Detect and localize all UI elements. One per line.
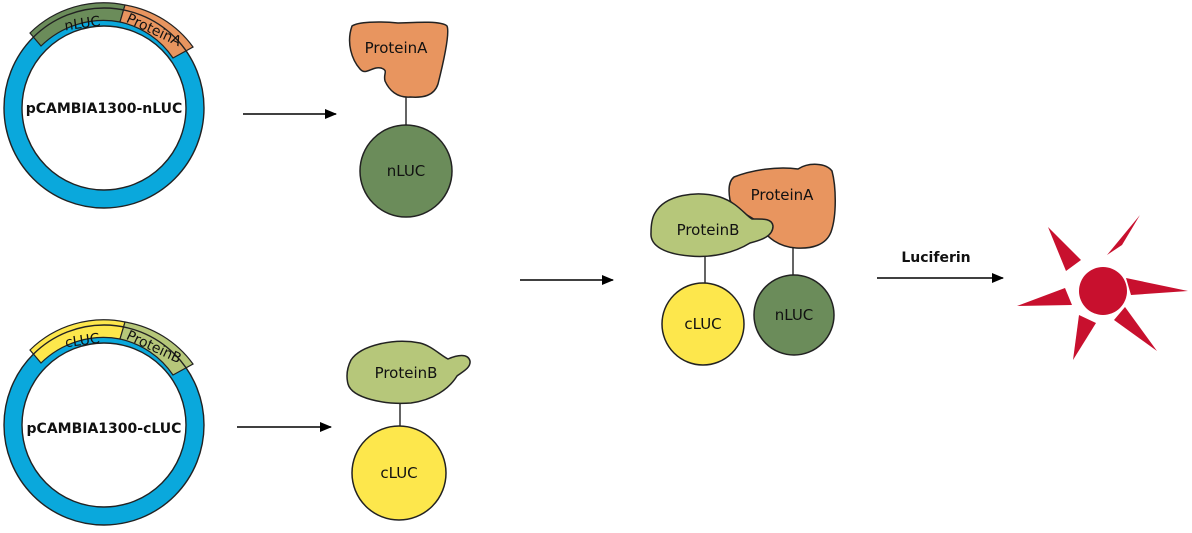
complex-tag-n-circle — [753, 274, 835, 356]
fusion-bottom-protein-label: ProteinB — [375, 364, 438, 382]
complex-tag-c-circle — [661, 282, 745, 366]
plasmid-bottom: cLUC ProteinB pCAMBIA1300-cLUC — [3, 319, 205, 526]
fusion-top-protein-shape — [348, 21, 449, 98]
fusion-top-tag-circle — [359, 124, 453, 218]
plasmid-bottom-name: pCAMBIA1300-cLUC — [27, 421, 182, 437]
plasmid-top-inner-edge — [21, 25, 187, 191]
plasmid-top-name: pCAMBIA1300-nLUC — [26, 101, 183, 117]
complex-protein-a-label: ProteinA — [751, 186, 815, 204]
luminescence-star-icon — [1017, 215, 1188, 360]
plasmid-top-segment-1-label: nLUC — [64, 14, 102, 35]
star-ray — [1073, 315, 1096, 360]
fusion-bottom: ProteinB cLUC — [346, 340, 471, 521]
plasmid-top-segment-proteina — [119, 4, 194, 59]
fusion-top-protein-label: ProteinA — [365, 39, 429, 57]
star-ray — [1048, 227, 1081, 271]
plasmid-bottom-inner-edge — [21, 342, 187, 508]
complex-protein-b-label: ProteinB — [677, 221, 740, 239]
star-ray — [1126, 278, 1188, 295]
complex-tag-c-label: cLUC — [684, 315, 721, 333]
star-ray — [1107, 215, 1140, 255]
plasmid-bottom-segment-proteinb — [119, 321, 194, 376]
interaction-complex: ProteinA ProteinB cLUC nLUC — [650, 163, 836, 366]
fusion-bottom-tag-circle — [351, 425, 447, 521]
plasmid-top: nLUC ProteinA pCAMBIA1300-nLUC — [3, 2, 205, 209]
substrate-label: Luciferin — [901, 250, 970, 266]
fusion-top-tag-label: nLUC — [387, 162, 426, 180]
plasmid-top-outer-edge — [3, 7, 205, 209]
fusion-bottom-tag-label: cLUC — [380, 464, 417, 482]
complex-protein-b-shape — [650, 193, 774, 258]
star-ray — [1114, 307, 1157, 351]
fusion-top: ProteinA nLUC — [348, 21, 453, 218]
fusion-bottom-protein-shape — [346, 340, 471, 405]
star-core — [1079, 267, 1127, 315]
plasmid-bottom-outer-edge — [3, 324, 205, 526]
star-ray — [1017, 288, 1072, 306]
plasmid-bottom-segment-1-label: cLUC — [64, 331, 101, 352]
complex-tag-n-label: nLUC — [775, 306, 814, 324]
